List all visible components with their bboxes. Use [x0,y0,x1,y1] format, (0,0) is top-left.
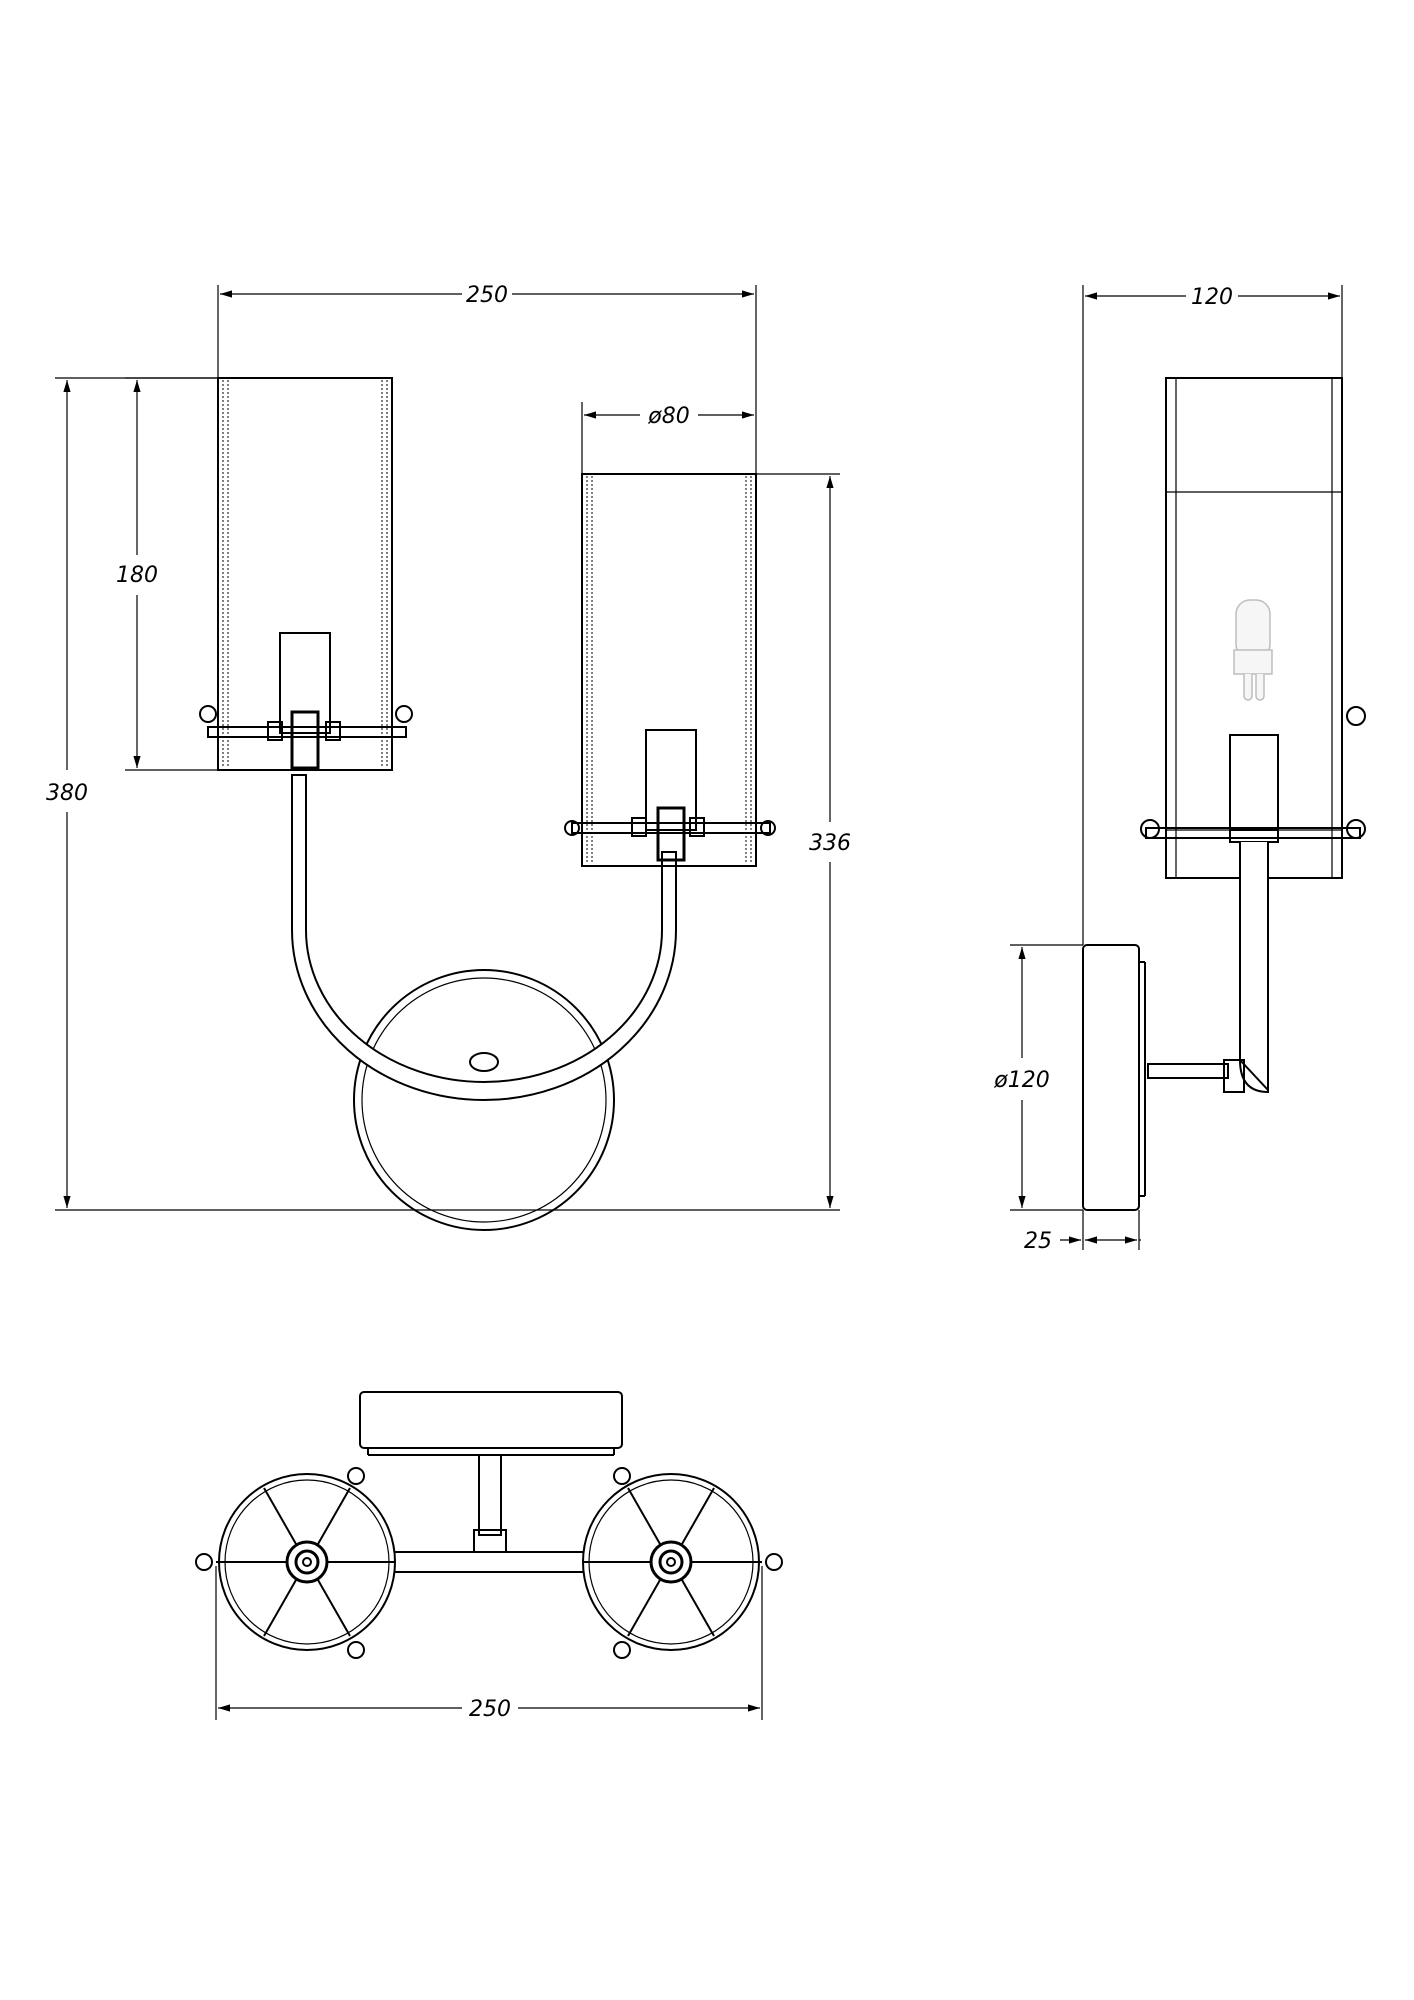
side-socket [1229,734,1279,831]
front-view: 250 ø80 180 380 336 [46,283,851,1231]
side-depth-label: 120 [1191,285,1233,310]
right-socket [645,729,697,831]
top-width-label: 250 [469,1697,511,1722]
right-shade [581,473,757,867]
left-shade [217,377,393,771]
front-shade-height-label: 180 [116,563,158,588]
top-left-shade [195,1467,396,1659]
top-view: 250 [195,1391,783,1722]
top-right-shade [582,1467,783,1659]
curved-arm [291,774,677,1101]
wall-plate [353,969,615,1231]
side-plate-thickness-label: 25 [1024,1229,1052,1254]
front-shade-diameter-label: ø80 [647,404,689,429]
front-total-height-label: 380 [46,781,88,806]
front-right-height-label: 336 [809,831,851,856]
front-width-label: 250 [466,283,508,308]
side-wall-plate [1082,944,1140,1211]
bulb-icon [1233,599,1273,701]
top-wall-plate [359,1391,623,1449]
side-view: 120 ø120 25 [993,285,1366,1254]
left-socket [279,632,331,734]
side-plate-diameter-label: ø120 [993,1068,1049,1093]
